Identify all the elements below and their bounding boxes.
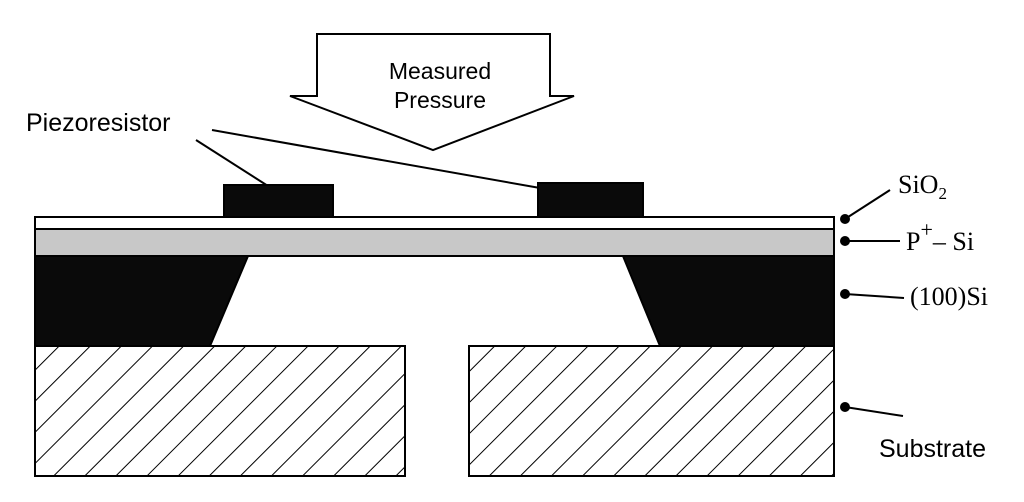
piezoresistor-left bbox=[223, 184, 334, 218]
p-plus-si-label: P+– Si bbox=[906, 217, 974, 256]
arrow-label-line1: Measured bbox=[389, 58, 491, 84]
sio2-layer bbox=[34, 216, 835, 230]
substrate-left-block bbox=[34, 345, 406, 477]
si100-left-block bbox=[34, 255, 250, 347]
sio2-leader bbox=[844, 189, 891, 220]
substrate-right-block bbox=[468, 345, 835, 477]
si100-leader bbox=[844, 293, 905, 299]
substrate-leader bbox=[844, 406, 904, 417]
sio2-label: SiO2 bbox=[898, 170, 947, 203]
piezoresistor-right bbox=[537, 182, 644, 218]
substrate-label: Substrate bbox=[879, 435, 986, 463]
si100-label: (100)Si bbox=[910, 282, 988, 311]
si100-right-block bbox=[621, 255, 835, 347]
pressure-arrow bbox=[289, 33, 575, 152]
arrow-label-line2: Pressure bbox=[394, 87, 486, 113]
p-plus-si-layer bbox=[34, 228, 835, 257]
piezoresistor-label: Piezoresistor bbox=[26, 109, 171, 137]
piezoresistor-leader-right bbox=[211, 129, 541, 189]
piezoresistor-leader-left bbox=[195, 139, 269, 187]
